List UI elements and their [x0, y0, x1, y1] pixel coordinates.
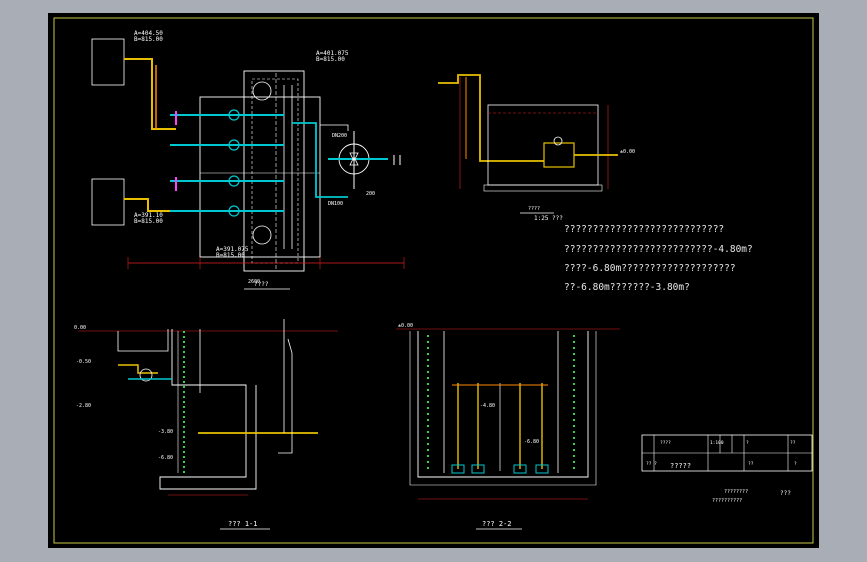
pump-house-wall	[199, 96, 321, 258]
plan-label-a3: A=391.10	[134, 212, 163, 219]
tb-cell-0: ????	[660, 440, 671, 446]
cad-drawing: A=404.50 B=815.00 A=401.075 B=815.00 A=3…	[53, 17, 814, 544]
plan-label-b3: B=815.00	[134, 218, 163, 225]
detail-pipe-yellow	[438, 74, 544, 162]
tb-sheet-no: ??	[748, 461, 754, 467]
plan-tag-2600: 2600	[248, 279, 260, 285]
section-1-1: 0.00 -0.50 -2.80 -3.80 -6.80 ??? 1-1	[74, 319, 338, 530]
section1-title: ??? 1-1	[228, 520, 258, 528]
s2-elev-top: ±0.00	[398, 323, 413, 329]
plan-label-b4: B=815.00	[216, 252, 245, 259]
pipe-upper-yellow	[124, 58, 176, 130]
detail-title: ????	[528, 206, 540, 212]
section1-wall	[159, 329, 257, 490]
detail-chamber	[487, 104, 599, 186]
plan-tag-dn100: DN100	[328, 201, 343, 207]
tb-right-label: ?????	[670, 462, 691, 470]
pipe-lower-yellow	[124, 198, 180, 212]
tb-row-0: ?? ?	[646, 461, 657, 467]
plan-view: A=404.50 B=815.00 A=401.075 B=815.00 A=3…	[91, 30, 405, 290]
detail-elev: ±0.00	[620, 149, 635, 155]
note-line-3: ????-6.80m????????????????????	[564, 263, 736, 274]
note-line-2: ??????????????????????????-4.80m?	[564, 244, 753, 255]
section2-wall	[417, 331, 589, 478]
plan-label-a4: A=391.075	[216, 246, 249, 253]
tb-cell-2: ?	[746, 440, 749, 446]
s1-elev-4: -3.80	[158, 429, 173, 435]
s2-elev-6: -6.80	[524, 439, 539, 445]
plan-tag-200: 200	[366, 191, 375, 197]
detail-pump	[543, 142, 575, 168]
detail-scale: 1:25 ???	[534, 215, 563, 222]
pump-symbol-1	[228, 109, 240, 121]
s2-elev-5: -4.80	[480, 403, 495, 409]
plan-label-a1: A=404.50	[134, 30, 163, 37]
company-mark: ???	[780, 490, 791, 497]
note-line-1: ????????????????????????????	[564, 224, 725, 235]
plan-caption: ????	[254, 281, 269, 288]
title-block: ???? 1:100 ? ?? ?? ? ????? ?? ? ????????…	[641, 434, 813, 504]
company-name: ????????	[724, 489, 748, 495]
tb-cell-3: ??	[790, 440, 796, 446]
section-2-2: ±0.00 -4.80 -6.80 ??? 2-2	[396, 323, 620, 530]
tb-cell-1: 1:100	[710, 440, 724, 446]
plan-label-b2: B=815.00	[316, 56, 345, 63]
detail-view: ±0.00 ???? 1:25 ???	[438, 74, 635, 222]
s1-elev-3: -2.80	[76, 403, 91, 409]
drawing-frame	[53, 17, 814, 544]
drawing-sheet: A=404.50 B=815.00 A=401.075 B=815.00 A=3…	[48, 13, 819, 548]
s1-elev-6: -6.80	[158, 455, 173, 461]
s1-elev-top: 0.00	[74, 325, 86, 331]
s1-elev-2: -0.50	[76, 359, 91, 365]
section2-title: ??? 2-2	[482, 520, 512, 528]
company-sub: ??????????	[712, 498, 742, 504]
inlet-box-bottom	[91, 178, 125, 226]
inlet-box-top	[91, 38, 125, 86]
tb-cell-4: ?	[794, 461, 797, 467]
note-line-4: ??-6.80m???????-3.80m?	[564, 282, 690, 293]
plan-label-b1: B=815.00	[134, 36, 163, 43]
plan-dn-label: DN200	[332, 133, 347, 139]
plan-label-a2: A=401.075	[316, 50, 349, 57]
